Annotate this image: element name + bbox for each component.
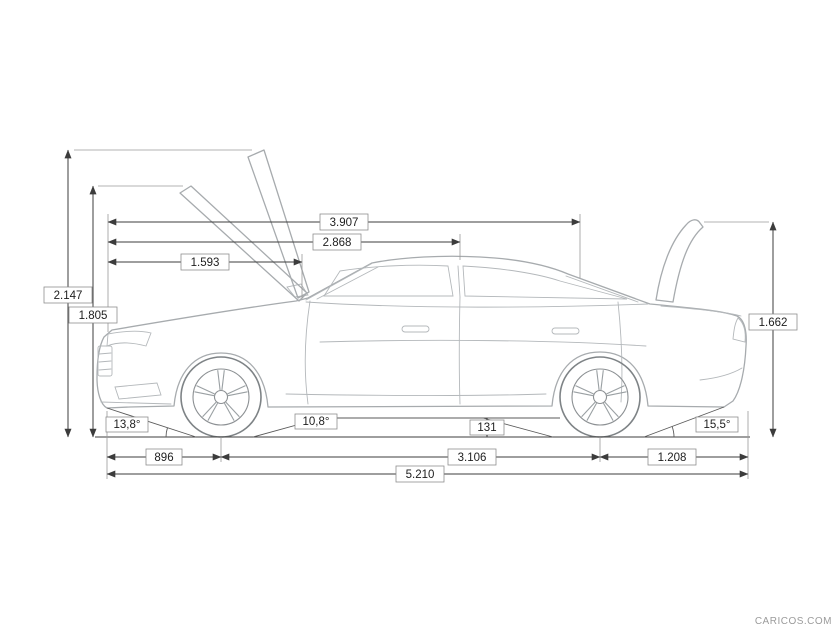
label-upper-length-2: 2.868: [323, 237, 352, 249]
label-upper-length-1: 3.907: [330, 217, 359, 229]
label-ground-clearance: 131: [477, 422, 496, 434]
approach-angle-line: [106, 407, 197, 438]
label-rear-overhang: 1.208: [658, 452, 687, 464]
front-intake: [114, 382, 162, 400]
label-height-outer: 2.147: [54, 290, 83, 302]
front-door-handle: [401, 325, 430, 333]
car-greenhouse: [305, 263, 649, 308]
label-upper-length-3: 1.593: [191, 257, 220, 269]
departure-angle-line: [643, 406, 725, 438]
label-height-inner: 1.805: [79, 310, 108, 322]
front-wheel: [180, 356, 262, 438]
car-doors: [285, 283, 647, 405]
headlamp: [106, 330, 152, 347]
open-hood-panels: [179, 149, 310, 302]
rear-door-handle: [551, 327, 580, 335]
label-breakover-angle: 10,8°: [303, 416, 330, 428]
label-approach-angle: 13,8°: [114, 419, 141, 431]
dimension-labels: 3.907 2.868 1.593 2.147 1.805 1.662 896 …: [43, 213, 798, 483]
label-height-rear: 1.662: [759, 317, 788, 329]
watermark: CARICOS.COM: [755, 616, 832, 627]
rear-wheel: [559, 356, 641, 438]
car-rear-details: [660, 305, 746, 381]
tail-lamp: [732, 317, 746, 343]
label-front-overhang: 896: [154, 452, 173, 464]
open-trunk-lid: [655, 219, 704, 303]
dimension-lines: [64, 149, 777, 478]
car-side-view: [96, 149, 747, 438]
grille: [97, 345, 113, 377]
label-departure-angle: 15,5°: [704, 419, 731, 431]
label-overall-length: 5.210: [406, 469, 435, 481]
car-front-details: [97, 330, 172, 405]
label-wheelbase: 3.106: [458, 452, 487, 464]
